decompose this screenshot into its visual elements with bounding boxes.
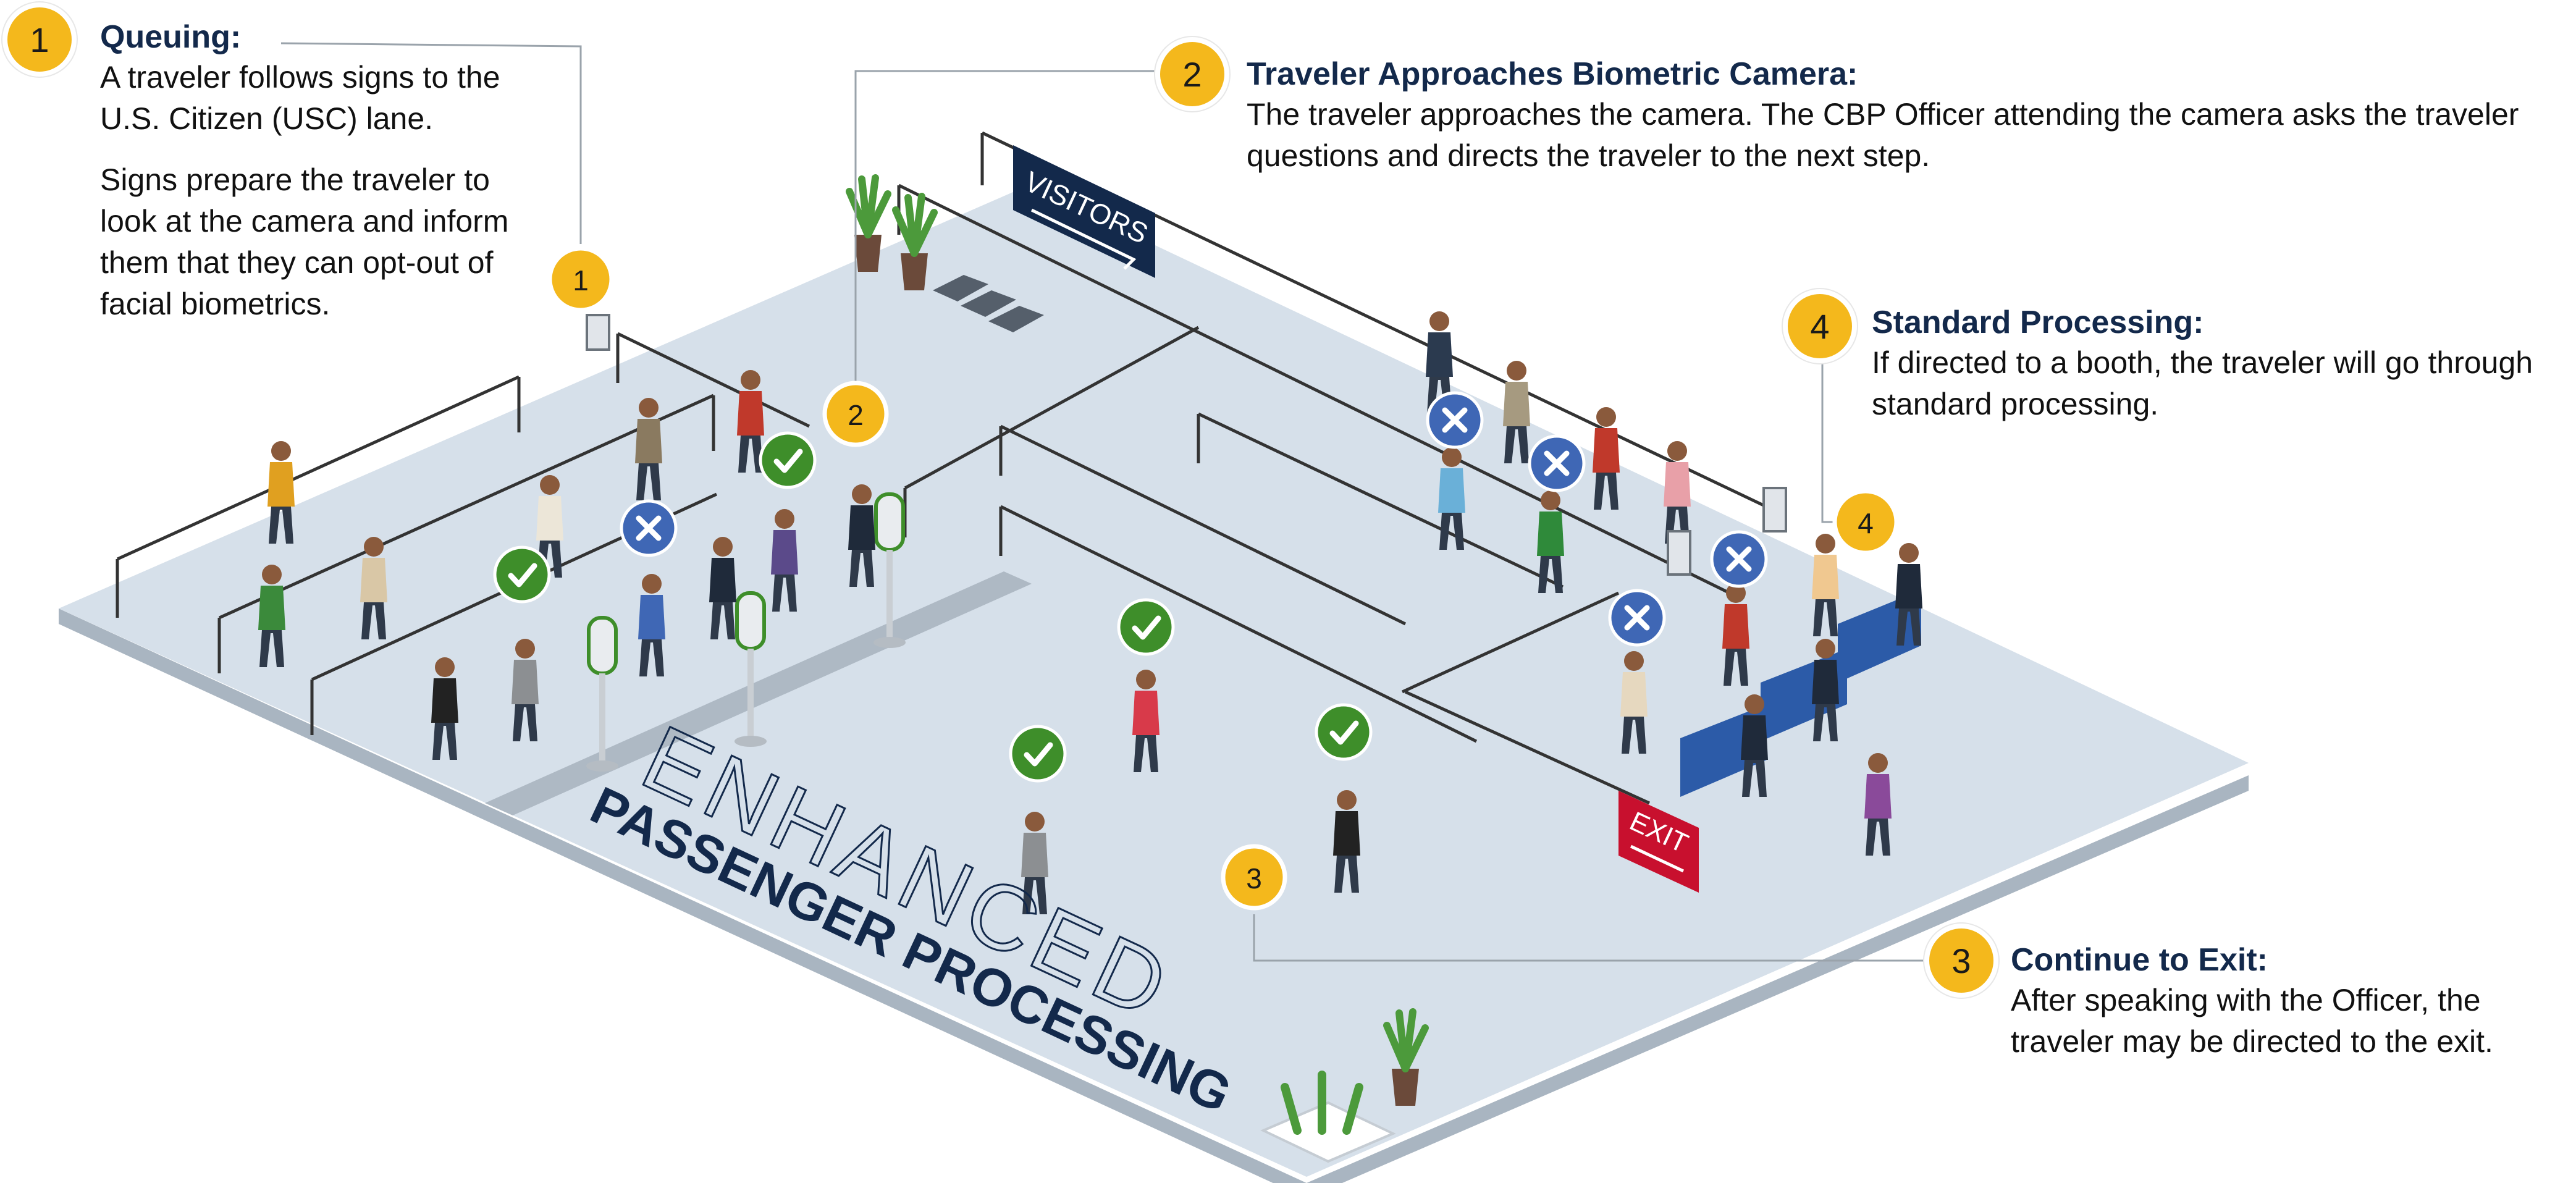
step-badge-4: 4 bbox=[1783, 289, 1857, 363]
scene-marker-4: 4 bbox=[1832, 489, 1899, 555]
callout-body: The traveler approaches the camera. The … bbox=[1247, 97, 2519, 173]
sign-stands bbox=[586, 314, 1787, 576]
callout-title: Standard Processing: bbox=[1872, 305, 2204, 340]
opt-out-icon bbox=[621, 501, 676, 555]
callout-title: Traveler Approaches Biometric Camera: bbox=[1247, 56, 1858, 92]
svg-text:1: 1 bbox=[573, 264, 589, 297]
callout-body: After speaking with the Officer, the tra… bbox=[2011, 983, 2493, 1059]
callout-queuing: Queuing: A traveler follows signs to the… bbox=[100, 17, 526, 325]
callout-standard-processing: Standard Processing: If directed to a bo… bbox=[1872, 303, 2551, 425]
callout-title: Continue to Exit: bbox=[2011, 942, 2268, 978]
callout-body-secondary: Signs prepare the traveler to look at th… bbox=[100, 162, 509, 321]
planter-box bbox=[1260, 1071, 1396, 1163]
check-icon bbox=[1119, 600, 1173, 654]
svg-text:3: 3 bbox=[1246, 862, 1262, 895]
check-icon bbox=[495, 547, 549, 602]
scene-marker-3: 3 bbox=[1221, 844, 1287, 911]
callout-continue-exit: Continue to Exit: After speaking with th… bbox=[2011, 940, 2567, 1063]
scene-marker-1: 1 bbox=[547, 246, 614, 313]
step-badge-2: 2 bbox=[1155, 37, 1229, 111]
opt-out-icon bbox=[1530, 436, 1584, 490]
scene-marker-2: 2 bbox=[822, 381, 889, 447]
callout-body: A traveler follows signs to the U.S. Cit… bbox=[100, 60, 500, 136]
opt-out-icon bbox=[1712, 532, 1766, 586]
callout-biometric-camera: Traveler Approaches Biometric Camera: Th… bbox=[1247, 54, 2562, 177]
svg-text:4: 4 bbox=[1858, 507, 1874, 539]
svg-text:2: 2 bbox=[848, 399, 864, 431]
callout-title: Queuing: bbox=[100, 19, 242, 55]
step-badge-3: 3 bbox=[1924, 924, 1998, 998]
opt-out-icon bbox=[1610, 591, 1664, 645]
opt-out-icon bbox=[1428, 393, 1482, 447]
check-icon bbox=[1316, 705, 1371, 759]
walkway-stripe bbox=[485, 571, 1032, 815]
check-icon bbox=[760, 433, 815, 487]
callout-body: If directed to a booth, the traveler wil… bbox=[1872, 345, 2533, 421]
check-icon bbox=[1011, 726, 1065, 781]
waiting-chairs bbox=[933, 275, 1044, 332]
step-badge-1: 1 bbox=[2, 2, 77, 77]
